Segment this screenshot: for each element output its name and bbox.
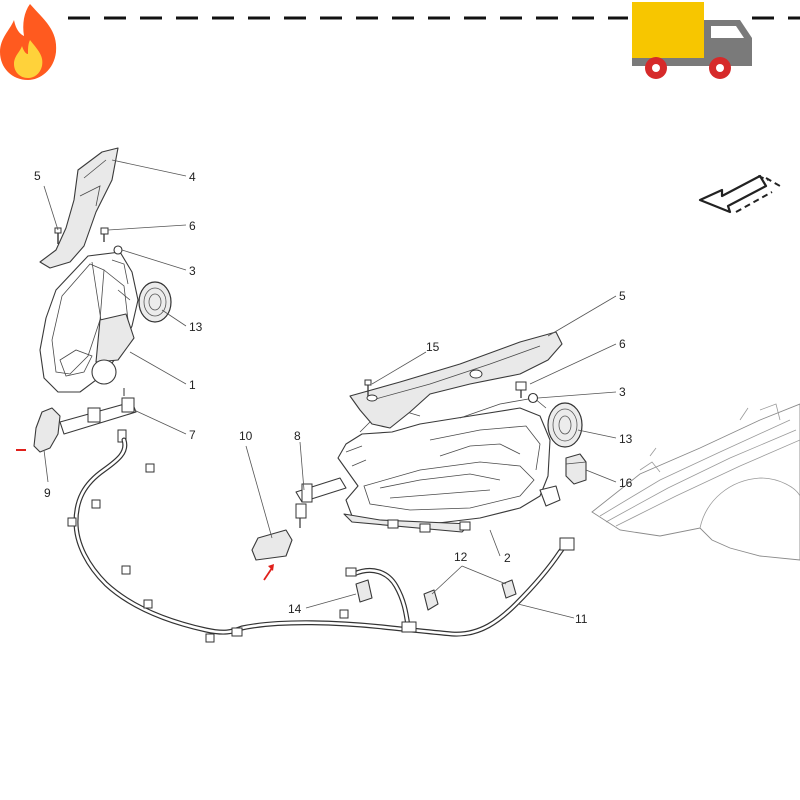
left-nut-3 [113, 245, 123, 255]
leveling-module [565, 453, 587, 485]
left-cover-cap [138, 281, 172, 323]
callout-7: 7 [189, 428, 196, 442]
callout-15: 15 [426, 340, 440, 354]
callout-16: 16 [619, 476, 633, 490]
callout-6-left: 6 [189, 219, 196, 233]
callout-1: 1 [189, 378, 196, 392]
callout-5-left: 5 [34, 169, 41, 183]
right-screw-15 [364, 379, 372, 396]
left-screw-5 [54, 227, 62, 244]
connector-right [501, 579, 517, 599]
callout-6-right: 6 [619, 337, 626, 351]
right-screw-6 [515, 381, 527, 398]
fender-ghost [591, 403, 800, 561]
callout-11: 11 [575, 612, 588, 626]
right-upper-bracket [349, 331, 563, 429]
callout-2: 2 [504, 551, 511, 565]
callout-3-right: 3 [619, 385, 626, 399]
hose-fitting [339, 567, 373, 619]
callout-12: 12 [454, 550, 468, 564]
red-indicator-arrow-right [263, 564, 274, 581]
callout-labels: 5 4 6 3 13 1 7 9 10 8 15 5 6 3 13 16 2 1… [34, 169, 633, 626]
left-upper-bracket [39, 147, 119, 269]
callout-4: 4 [189, 170, 196, 184]
callout-8: 8 [294, 429, 301, 443]
left-washer-cover [33, 407, 61, 453]
delivery-truck-icon [632, 2, 752, 79]
forward-direction-arrow-icon [698, 174, 781, 214]
fire-icon [0, 4, 57, 80]
connector-left [423, 589, 439, 611]
left-screw-6 [100, 227, 109, 242]
leader-lines [43, 159, 617, 619]
callout-5-right: 5 [619, 289, 626, 303]
left-headlamp-assembly [39, 251, 139, 393]
left-washer-nozzle [59, 388, 137, 443]
right-cover-cap [547, 402, 583, 448]
callout-13-left: 13 [189, 320, 203, 334]
washer-hose [67, 437, 575, 643]
right-nut-3 [527, 392, 539, 404]
right-headlamp-assembly [337, 397, 561, 533]
callout-13-right: 13 [619, 432, 633, 446]
callout-10: 10 [239, 429, 253, 443]
callout-9: 9 [44, 486, 51, 500]
right-washer-cover [251, 529, 293, 561]
callout-14: 14 [288, 602, 302, 616]
right-washer-nozzle [295, 477, 347, 528]
callout-3-left: 3 [189, 264, 196, 278]
